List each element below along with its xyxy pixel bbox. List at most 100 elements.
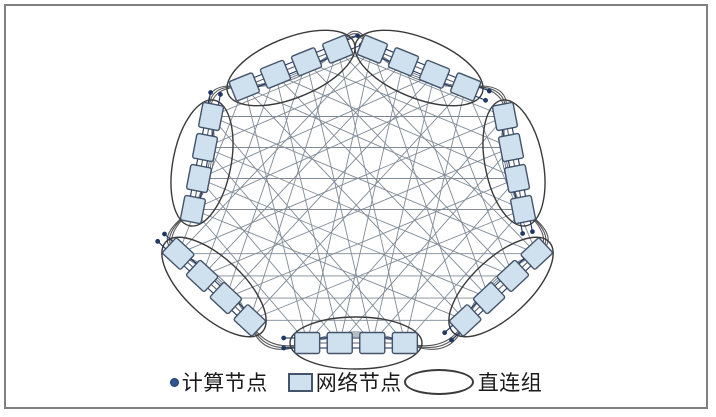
compute-node-stem <box>217 96 221 106</box>
network-node-box[interactable] <box>449 304 482 337</box>
network-node-box[interactable] <box>209 282 243 315</box>
global-link <box>201 61 404 277</box>
compute-node-dot[interactable] <box>441 329 448 336</box>
legend-item-compute-node: 计算节点 <box>169 367 268 397</box>
compute-node-stem <box>319 57 329 63</box>
global-link <box>177 48 373 255</box>
network-node[interactable] <box>322 30 365 64</box>
network-node-square-icon <box>287 372 313 392</box>
compute-node-dot-icon <box>169 377 179 387</box>
network-node-box[interactable] <box>359 331 386 355</box>
group-top-right <box>354 29 493 107</box>
network-node-box[interactable] <box>185 163 213 194</box>
compute-node-stem <box>207 94 211 104</box>
compute-node-dot[interactable] <box>161 231 168 238</box>
network-node-box[interactable] <box>185 259 219 292</box>
network-node-box[interactable] <box>391 331 419 355</box>
compute-node-stem <box>253 73 263 79</box>
compute-node-stem <box>158 242 167 250</box>
compute-node-dot[interactable] <box>154 238 161 245</box>
network-node[interactable] <box>259 55 303 89</box>
compute-node-stem <box>444 83 453 88</box>
compute-node-stem <box>478 86 488 91</box>
global-link <box>306 61 514 277</box>
legend: 计算节点 网络节点 直连组 <box>6 358 706 406</box>
compute-node-dot[interactable] <box>448 337 455 344</box>
network-node-box[interactable] <box>162 237 195 270</box>
global-link <box>178 116 506 255</box>
compute-node-dot[interactable] <box>354 33 360 39</box>
network-node-box[interactable] <box>450 72 482 102</box>
compute-node-dot[interactable] <box>520 231 526 237</box>
network-node-box[interactable] <box>322 34 354 64</box>
compute-node-stem <box>445 324 454 332</box>
network-node-box[interactable] <box>179 194 207 225</box>
compute-node-dot[interactable] <box>530 229 536 235</box>
compute-node-dot[interactable] <box>218 91 224 98</box>
global-link <box>225 61 307 299</box>
network-node[interactable] <box>439 304 482 346</box>
network-node-box[interactable] <box>496 259 530 292</box>
network-node-box[interactable] <box>387 47 420 77</box>
network-node[interactable] <box>290 42 334 77</box>
direct-connect-group-ellipse <box>482 99 546 227</box>
network-node-box[interactable] <box>472 282 506 315</box>
compute-node-stem <box>288 70 298 75</box>
network-node[interactable] <box>152 228 195 270</box>
direct-connect-group-ellipse-icon <box>403 369 474 395</box>
global-link <box>225 178 518 299</box>
compute-node-stem <box>316 48 325 53</box>
direct-connect-group-ellipse <box>170 99 234 227</box>
compute-node-stem <box>257 82 267 88</box>
global-link <box>339 61 404 344</box>
global-link <box>198 178 490 299</box>
global-link <box>434 74 514 277</box>
global-link <box>404 86 467 344</box>
network-node[interactable] <box>191 120 220 163</box>
compute-node-dot[interactable] <box>281 335 287 341</box>
network-node-box[interactable] <box>418 59 451 89</box>
global-link <box>403 61 490 299</box>
network-node-box[interactable] <box>228 72 260 102</box>
network-node-box[interactable] <box>497 132 525 163</box>
network-node-box[interactable] <box>503 163 531 194</box>
figure-frame: 计算节点 网络节点 直连组 <box>4 4 708 409</box>
group-bottom-left <box>152 228 267 338</box>
compute-node-stem <box>475 95 484 101</box>
network-node-box[interactable] <box>356 34 388 64</box>
network-node-box[interactable] <box>191 132 219 163</box>
compute-node-dot[interactable] <box>486 88 492 94</box>
network-node-box[interactable] <box>520 237 553 270</box>
network-node[interactable] <box>197 89 226 132</box>
network-node-box[interactable] <box>491 101 519 132</box>
network-node-box[interactable] <box>293 331 321 355</box>
network-node-box[interactable] <box>197 101 225 132</box>
global-link <box>192 86 466 210</box>
compute-node-stem <box>452 332 460 340</box>
group-bottom-right <box>439 236 554 346</box>
network-node[interactable] <box>509 194 538 237</box>
network-node-box[interactable] <box>326 331 353 355</box>
global-link <box>306 61 512 148</box>
global-link <box>192 209 308 344</box>
direct-connect-group-ellipse <box>448 236 554 338</box>
global-link <box>225 73 435 299</box>
network-node-box[interactable] <box>233 304 266 337</box>
direct-connect-group-ellipse <box>226 29 356 107</box>
compute-node-stem <box>347 35 356 41</box>
compute-node-stem <box>447 73 457 79</box>
global-link <box>210 116 537 255</box>
compute-node-dot[interactable] <box>482 97 488 103</box>
legend-item-direct-connect-group: 直连组 <box>402 367 543 397</box>
network-node-box[interactable] <box>290 47 323 77</box>
global-link <box>198 178 341 344</box>
network-node[interactable] <box>450 72 493 106</box>
compute-node-dot[interactable] <box>281 345 287 351</box>
network-node-box[interactable] <box>509 194 537 225</box>
network-node-box[interactable] <box>259 59 292 89</box>
network-node[interactable] <box>281 331 321 355</box>
global-link <box>306 49 373 344</box>
compute-node-dot[interactable] <box>208 90 214 96</box>
compute-node-stem <box>284 61 294 66</box>
compute-node-stem <box>412 70 422 75</box>
